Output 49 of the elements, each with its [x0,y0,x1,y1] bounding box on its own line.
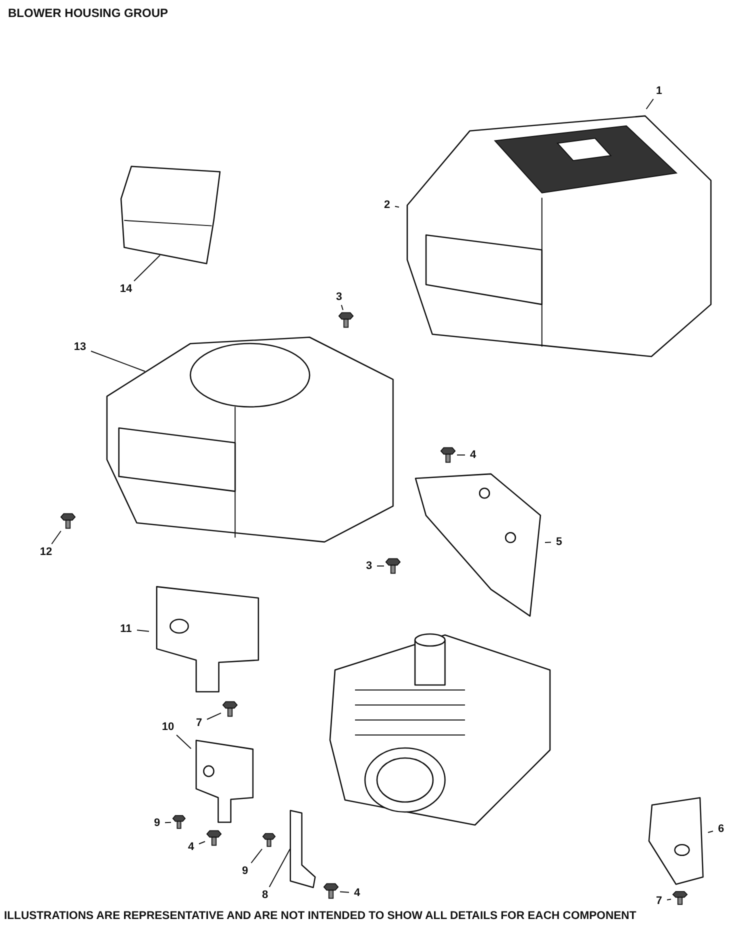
screw-icon [222,700,238,718]
leader-line [176,734,192,750]
callout-number: 5 [552,535,566,549]
callout-number: 4 [466,448,480,462]
leader-line [206,712,222,720]
callout-number: 14 [116,282,136,296]
screw-icon [172,814,186,830]
leader-line [340,304,344,310]
callout-number: 10 [158,720,178,734]
callout-number: 2 [380,198,394,212]
callout-number: 7 [652,894,666,908]
callout-number: 4 [350,886,364,900]
screw-icon [60,512,76,530]
screw-icon [262,832,276,848]
leader-line [394,206,400,208]
callout-number: 4 [184,840,198,854]
callout-number: 12 [36,545,56,559]
leader-line [198,841,206,844]
caption: ILLUSTRATIONS ARE REPRESENTATIVE AND ARE NOT INTENDED TO SHOW ALL DETAILS FOR EACH COMPONENT [4,910,636,922]
leader-line [164,822,172,824]
callout-number: 13 [70,340,90,354]
leader-line [456,454,466,456]
leader-line [134,254,160,282]
leader-line [708,830,714,833]
screw-icon [440,446,456,464]
leader-line [136,630,150,632]
callout-number: 3 [362,559,376,573]
screw-icon [323,882,339,900]
screw-icon [385,557,401,575]
screw-icon [206,829,222,847]
callout-number: 3 [332,290,346,304]
leader-line [250,848,263,864]
callout-number: 9 [150,816,164,830]
leader-line [90,350,146,372]
callout-number: 7 [192,716,206,730]
leader-line [340,891,350,893]
callout-number: 9 [238,864,252,878]
callout-number: 8 [258,888,272,902]
callout-number: 6 [714,822,728,836]
leader-line [666,898,672,900]
leader-line [268,848,290,888]
leader-line [646,98,654,110]
leader-line [544,542,552,544]
screw-icon [672,890,688,906]
screw-icon [338,311,354,329]
leader-line [51,530,62,544]
callout-number: 11 [116,622,136,636]
heading: BLOWER HOUSING GROUP [8,6,168,20]
callout-number: 1 [652,84,666,98]
